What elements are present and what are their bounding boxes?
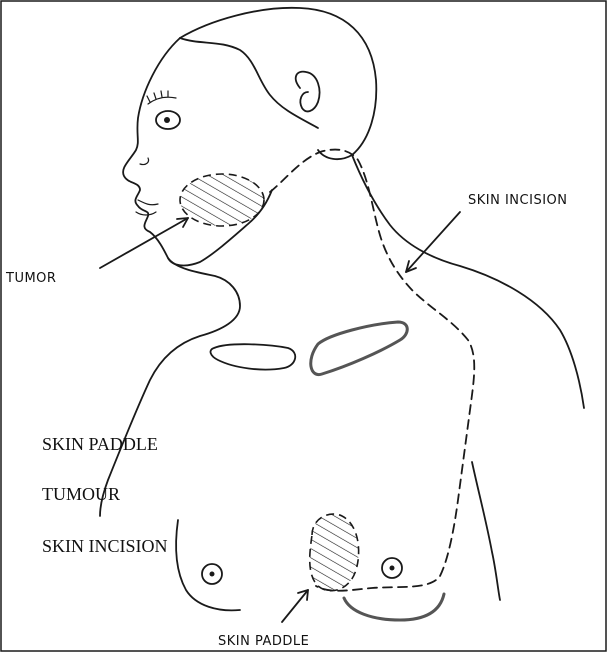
nipple-left-center — [210, 572, 215, 577]
jaw-line — [100, 258, 240, 516]
legend-skin-incision: SKIN INCISION — [42, 536, 168, 556]
label-skin-incision-top: SKIN INCISION — [468, 193, 567, 208]
torso-side — [472, 462, 500, 600]
eyebrow — [148, 97, 176, 104]
label-tumor-top: TUMOR — [5, 271, 56, 286]
head-outline — [180, 8, 376, 159]
legend-skin-paddle: SKIN PADDLE — [42, 434, 158, 454]
legend-tumour: TUMOUR — [42, 484, 120, 504]
label-skin-paddle-bottom: SKIN PADDLE — [218, 634, 309, 649]
pupil — [164, 117, 170, 123]
ear — [296, 72, 320, 112]
clavicle-right — [311, 322, 408, 375]
inframammary-fold — [344, 594, 444, 620]
nipple-right-center — [390, 566, 395, 571]
tumor-region — [180, 174, 264, 226]
clavicle-left — [211, 344, 296, 369]
face-profile — [123, 38, 272, 265]
eyelashes — [147, 91, 168, 102]
skin-paddle-region — [310, 514, 359, 591]
nostril — [140, 158, 149, 165]
skin-incision-line — [270, 150, 474, 591]
skin-paddle-arrow — [282, 590, 308, 622]
